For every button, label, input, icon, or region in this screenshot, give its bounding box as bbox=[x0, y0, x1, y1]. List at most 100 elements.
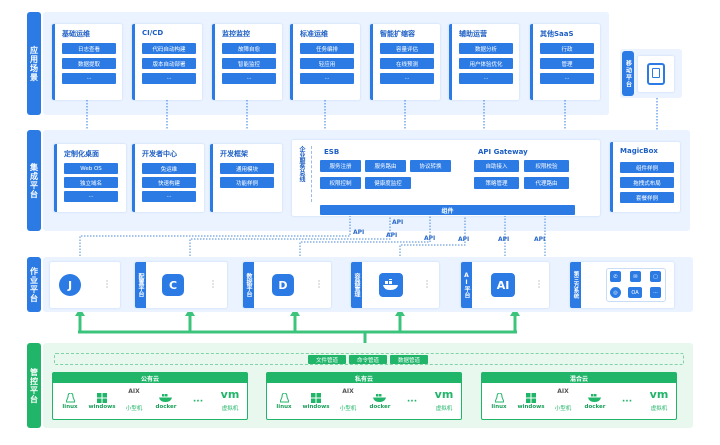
linux-icon bbox=[58, 388, 82, 407]
docker-icon bbox=[583, 388, 607, 407]
app-card-item: 行政 bbox=[540, 43, 594, 54]
custom-desktop-item: 独立域名 bbox=[64, 177, 118, 188]
windows-label: windows bbox=[302, 404, 330, 410]
mail-icon: ✉ bbox=[630, 271, 641, 282]
dev-framework-title: 开发框架 bbox=[220, 150, 248, 158]
esb-item: 健康度监控 bbox=[365, 177, 411, 189]
ops-platform-label: AI平台 bbox=[461, 262, 472, 308]
magicbox-card: MagicBox 组件样例 拖拽式布局 套餐样例 bbox=[610, 142, 680, 212]
ops-platform-card: AI平台 AI ··· bbox=[461, 262, 549, 308]
magicbox-item: 套餐样例 bbox=[620, 192, 674, 203]
magicbox-item: 拖拽式布局 bbox=[620, 177, 674, 188]
app-card-item: ··· bbox=[222, 73, 276, 84]
esb-item: 协议转换 bbox=[410, 160, 451, 172]
app-card-item: ··· bbox=[459, 73, 513, 84]
linux-label: linux bbox=[491, 404, 507, 410]
more-label: ··· bbox=[192, 397, 204, 407]
custom-desktop-item: ··· bbox=[64, 191, 118, 202]
api-label: API bbox=[534, 236, 546, 243]
aix-icon: AIX bbox=[128, 388, 140, 395]
layer-label-integration: 集成平台 bbox=[27, 130, 41, 231]
api-gateway-item: 权限校验 bbox=[524, 160, 569, 172]
windows-label: windows bbox=[88, 404, 116, 410]
windows-icon bbox=[304, 388, 328, 407]
more-label: ··· bbox=[406, 397, 418, 407]
more-icon: ··· bbox=[537, 277, 541, 292]
oa-icon: OA bbox=[628, 287, 642, 298]
windows-label: windows bbox=[517, 404, 545, 410]
esb-item: 服务注册 bbox=[320, 160, 361, 172]
layer-label-control: 管控平台 bbox=[27, 343, 41, 428]
layer-label-ops: 作业平台 bbox=[27, 257, 41, 312]
esb-vertical-title: 企业服务总线 bbox=[298, 146, 305, 182]
windows-icon bbox=[519, 388, 543, 407]
app-card-item: 在线预测 bbox=[380, 58, 434, 69]
docker-label: docker bbox=[584, 404, 606, 410]
esb-item: 服务路由 bbox=[365, 160, 406, 172]
linux-icon bbox=[272, 388, 296, 407]
linux-icon bbox=[487, 388, 511, 407]
ops-platform-label: 容器管理 bbox=[351, 262, 362, 308]
app-card-item: ··· bbox=[62, 73, 116, 84]
dev-center-title: 开发者中心 bbox=[142, 150, 177, 158]
dev-center-item: 快速构建 bbox=[142, 177, 196, 188]
pipeline-tag: 数据管道 bbox=[390, 355, 428, 364]
vm-icon: vm bbox=[220, 388, 240, 401]
api-label: API bbox=[424, 235, 436, 242]
api-gateway-item: 策略管理 bbox=[474, 177, 519, 189]
more-label: ··· bbox=[621, 397, 633, 407]
cloud-group-title: 公有云 bbox=[53, 373, 247, 383]
app-card-item: 代码自动构建 bbox=[142, 43, 196, 54]
wechat-icon: ✆ bbox=[610, 271, 621, 282]
dev-framework-item: 通用模块 bbox=[220, 163, 274, 174]
app-card-title: 其他SaaS bbox=[540, 30, 574, 38]
pipeline-tag: 命令管道 bbox=[349, 355, 387, 364]
app-card-title: CI/CD bbox=[142, 29, 164, 37]
config-platform-icon: C bbox=[162, 274, 184, 296]
app-card: 监控监控故障自愈智能监控··· bbox=[212, 24, 282, 100]
app-card-item: ··· bbox=[540, 73, 594, 84]
job-platform-icon: J bbox=[59, 274, 81, 296]
docker-icon bbox=[154, 388, 178, 407]
app-card: 辅助运营数据分析用户体验优化··· bbox=[449, 24, 519, 100]
more-icon: ··· bbox=[317, 277, 321, 292]
docker-label: docker bbox=[155, 404, 177, 410]
app-card: 其他SaaS 行政管理 ··· bbox=[530, 24, 600, 100]
ai-platform-icon: AI bbox=[491, 273, 515, 297]
app-card-item: ··· bbox=[300, 73, 354, 84]
ops-platform-label: 数据平台 bbox=[243, 262, 254, 308]
app-card-title: 标准运维 bbox=[300, 30, 328, 38]
app-card: 标准运维任务编排轻应用 ··· bbox=[290, 24, 360, 100]
more-icon: ··· bbox=[211, 277, 215, 292]
dev-center-card: 开发者中心 免运维 快速构建 ··· bbox=[132, 144, 204, 212]
api-gateway-title: API Gateway bbox=[478, 148, 528, 156]
app-card-item: 任务编排 bbox=[300, 43, 354, 54]
vm-label: 虚拟机 bbox=[221, 406, 239, 412]
app-card-title: 智能扩缩容 bbox=[380, 30, 415, 38]
third-party-icons bbox=[606, 268, 666, 302]
custom-desktop-card: 定制化桌面 Web OS 独立域名 ··· bbox=[54, 144, 126, 212]
mobile-device-icon bbox=[647, 63, 665, 85]
app-card-item: 轻应用 bbox=[300, 58, 354, 69]
app-card: 智能扩缩容容量评估在线预测··· bbox=[370, 24, 440, 100]
esb-item: 权限控制 bbox=[320, 177, 361, 189]
pipeline-row bbox=[54, 353, 684, 365]
aix-icon: AIX bbox=[342, 388, 354, 395]
api-gateway-item: 代理路由 bbox=[524, 177, 569, 189]
ops-platform-card: 容器管理 ··· bbox=[351, 262, 439, 308]
windows-icon bbox=[90, 388, 114, 407]
api-label: API bbox=[498, 236, 510, 243]
ops-platform-label: 第三方系统 bbox=[570, 262, 581, 308]
dev-framework-card: 开发框架 通用模块 功能样例 bbox=[210, 144, 282, 212]
esb-title: ESB bbox=[324, 148, 340, 156]
ops-platform-label: 配置平台 bbox=[135, 262, 146, 308]
magicbox-title: MagicBox bbox=[620, 147, 658, 155]
vm-icon: vm bbox=[649, 388, 669, 401]
app-card-item: 管理 bbox=[540, 58, 594, 69]
app-card-item: 用户体验优化 bbox=[459, 58, 513, 69]
linux-label: linux bbox=[62, 404, 78, 410]
dev-framework-item: 功能样例 bbox=[220, 177, 274, 188]
